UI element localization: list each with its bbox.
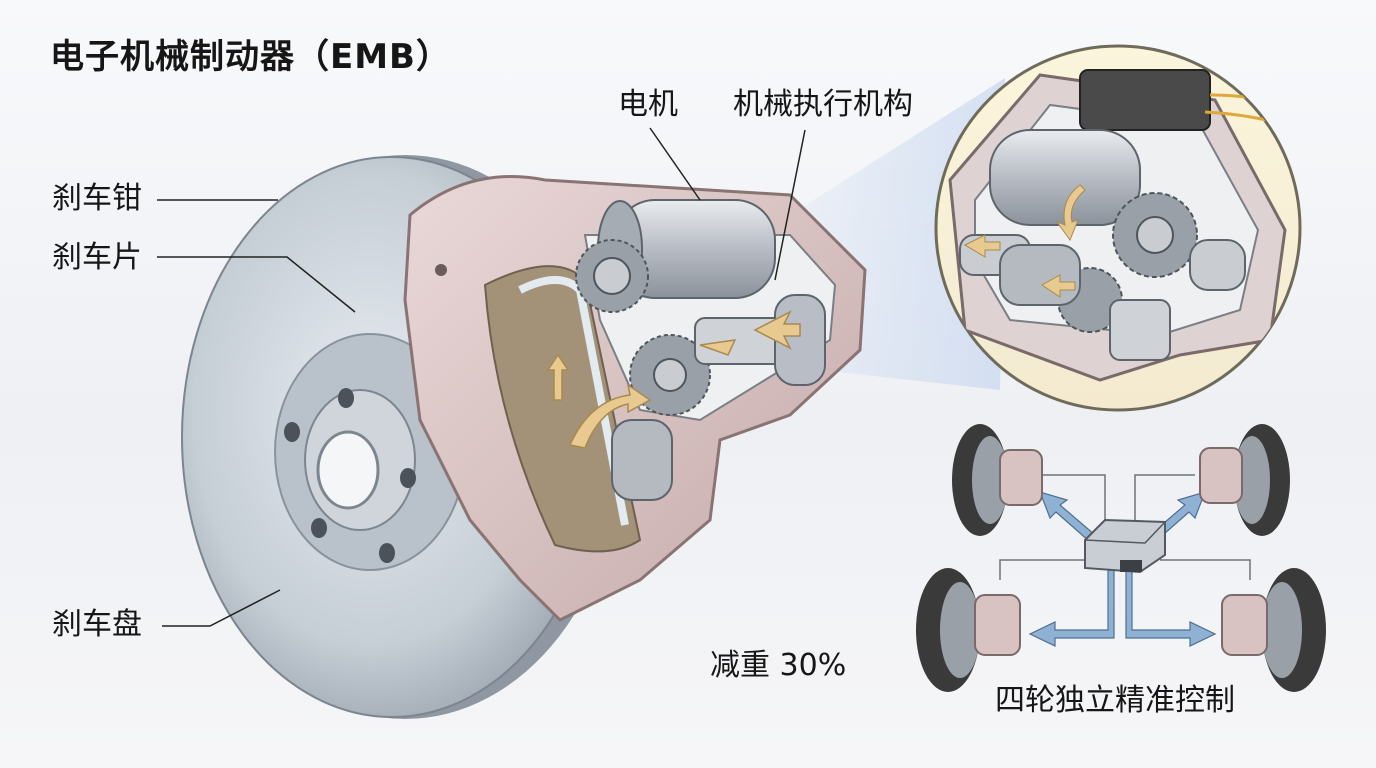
leader-disc [162,589,281,627]
label-four-wheel-control: 四轮独立精准控制 [995,683,1235,718]
leader-lines [157,127,806,627]
wheel-front-left [952,424,1043,536]
leader-actuator [774,129,806,281]
wheel-rear-left [916,568,1021,692]
label-caliper: 刹车钳 [52,181,142,216]
diagram-title: 电子机械制动器（EMB） [50,37,451,77]
wheel-rear-right [1221,568,1326,692]
label-weight-reduction: 减重 30% [710,648,847,683]
four-wheel-control-diagram [916,424,1326,692]
motion-arrows [546,310,801,449]
leader-pad [157,256,356,313]
label-brake-pad: 刹车片 [52,240,142,275]
label-brake-disc: 刹车盘 [52,607,142,642]
gear-train [575,239,711,416]
ecu-module [1084,518,1166,574]
leader-motor [649,127,701,201]
wheel-front-right [1199,424,1290,536]
label-motor: 电机 [618,87,678,122]
label-mechanical-actuator: 机械执行机构 [733,87,913,122]
caliper-assembly [403,175,867,622]
lug-holes [284,388,416,563]
detail-inset [934,44,1302,412]
